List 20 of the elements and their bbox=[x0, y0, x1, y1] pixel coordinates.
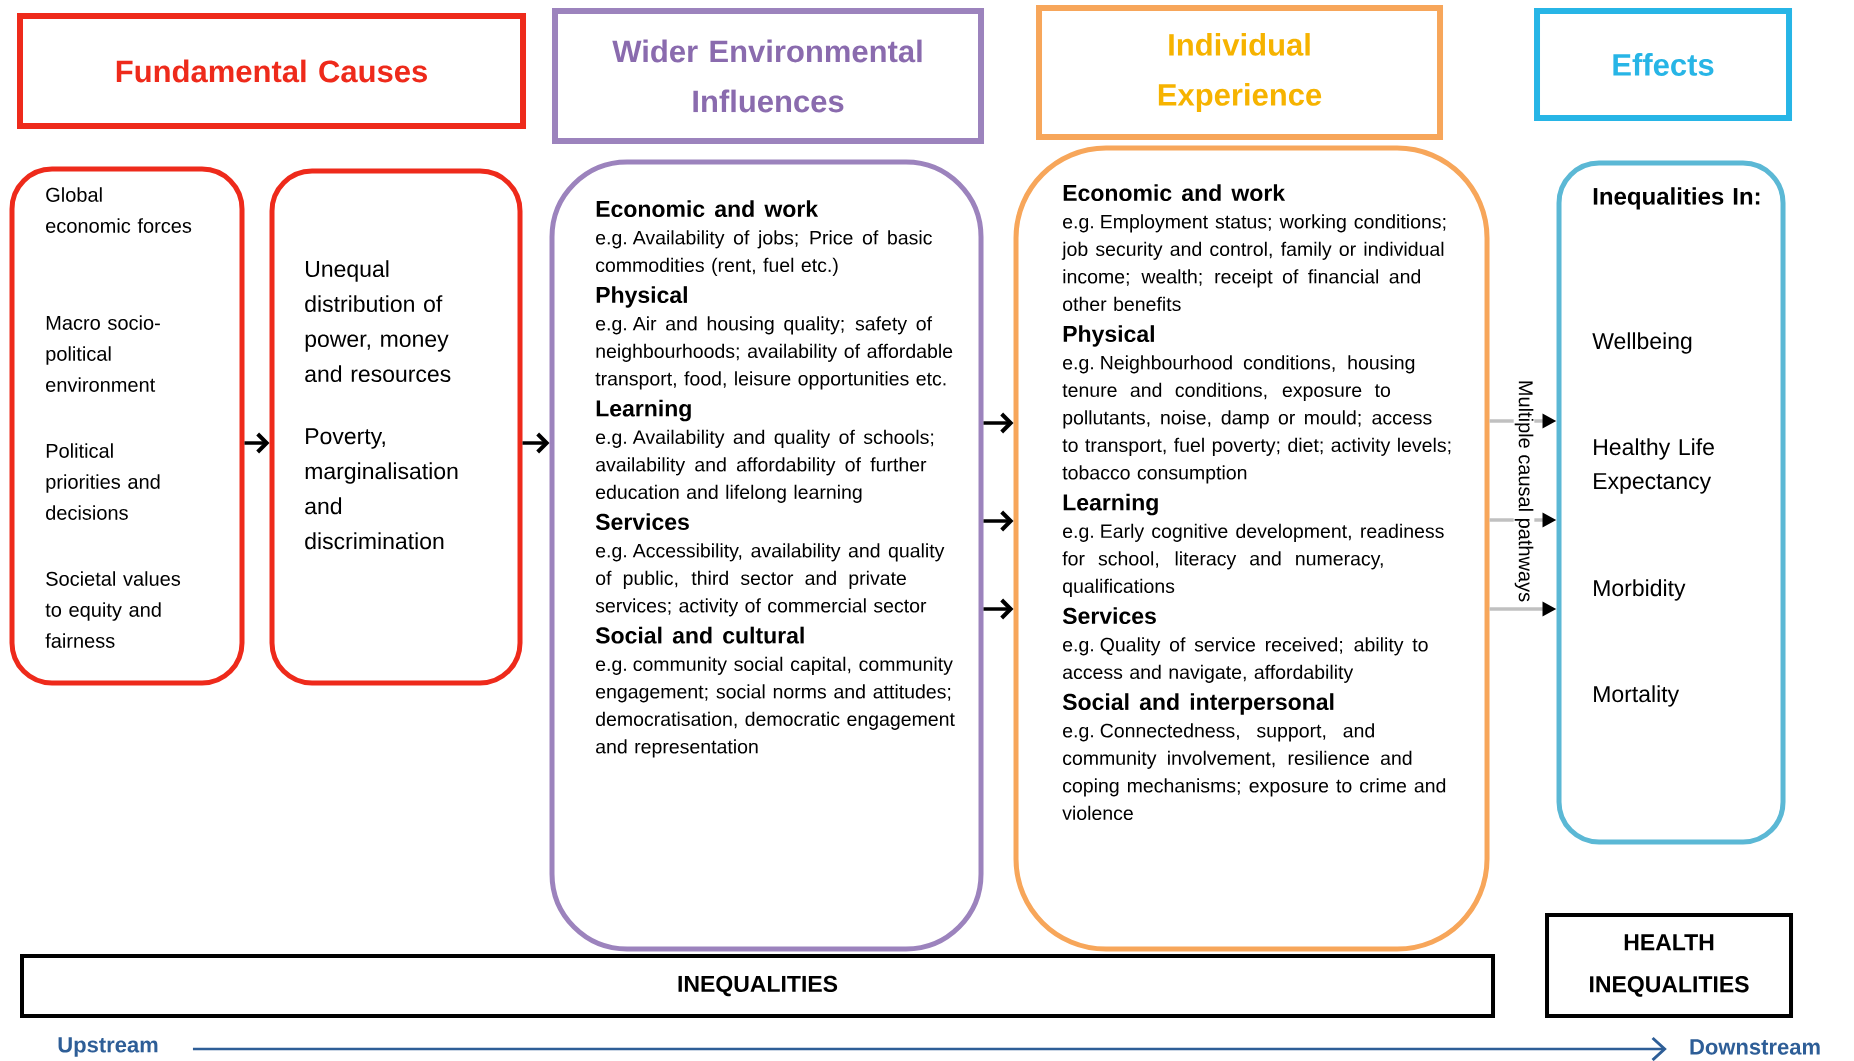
end-label: Upstream bbox=[58, 1037, 158, 1057]
rotated-label: Multiple causal pathways bbox=[1513, 378, 1535, 604]
arrow bbox=[522, 432, 550, 454]
header-box: Individual Experience bbox=[1036, 5, 1443, 140]
end-label: Downstream bbox=[1690, 1039, 1820, 1055]
header-box: Effects bbox=[1534, 8, 1792, 121]
header-box: Fundamental Causes bbox=[17, 13, 526, 129]
arrow bbox=[192, 1036, 1667, 1061]
rounded-box: Inequalities In: Wellbeing Healthy Life Expectancy Morbidity Mortality bbox=[1556, 160, 1786, 845]
arrow bbox=[244, 432, 270, 454]
rounded-box: Global economic forces Macro socio-political environment Political priorities and decisions Societal values to equity and fairness bbox=[9, 166, 245, 686]
banner-box: INEQUALITIES bbox=[20, 954, 1495, 1018]
rounded-box: Unequal distribution of power, money and resources Poverty, marginalisation and discrimination bbox=[269, 168, 523, 686]
arrow bbox=[983, 412, 1014, 434]
rounded-box: Economic and work e.g. Employment status; working conditions; job security and control, family or individual income; wealth; receipt of financial and other benefits Physical e.g. Neighbourhood conditions, housing tenure and conditions, exposure to pollutants, noise, damp or mould; access to transport, fuel poverty; diet; activity levels; tobacco consumption Learning e.g. Early cognitive development, readiness for school, literacy and numeracy, qualifications Services e.g. Quality of service received; ability to access and navigate, affordability Social and interpersonal e.g. Connectedness, support, and community involvement, resilience and coping mechanisms; exposure to crime and violence bbox=[1013, 145, 1490, 952]
arrow bbox=[983, 510, 1014, 532]
rounded-box: Economic and work e.g. Availability of jobs; Price of basic commodities (rent, fuel etc.) Physical e.g. Air and housing quality; safety of neighbourhoods; availability of affordable transport, food, leisure opportunities etc. Learning e.g. Availability and quality of schools; availability and affordability of further education and lifelong learning Services e.g. Accessibility, availability and quality of public, third sector and private services; activity of commercial sector Social and cultural e.g. community social capital, community engagement; social norms and attitudes; democratisation, democratic engagement and representation bbox=[549, 159, 984, 952]
arrow bbox=[983, 598, 1014, 620]
banner-box: HEALTH INEQUALITIES bbox=[1545, 913, 1793, 1018]
header-box: Wider Environmental Influences bbox=[552, 8, 984, 144]
